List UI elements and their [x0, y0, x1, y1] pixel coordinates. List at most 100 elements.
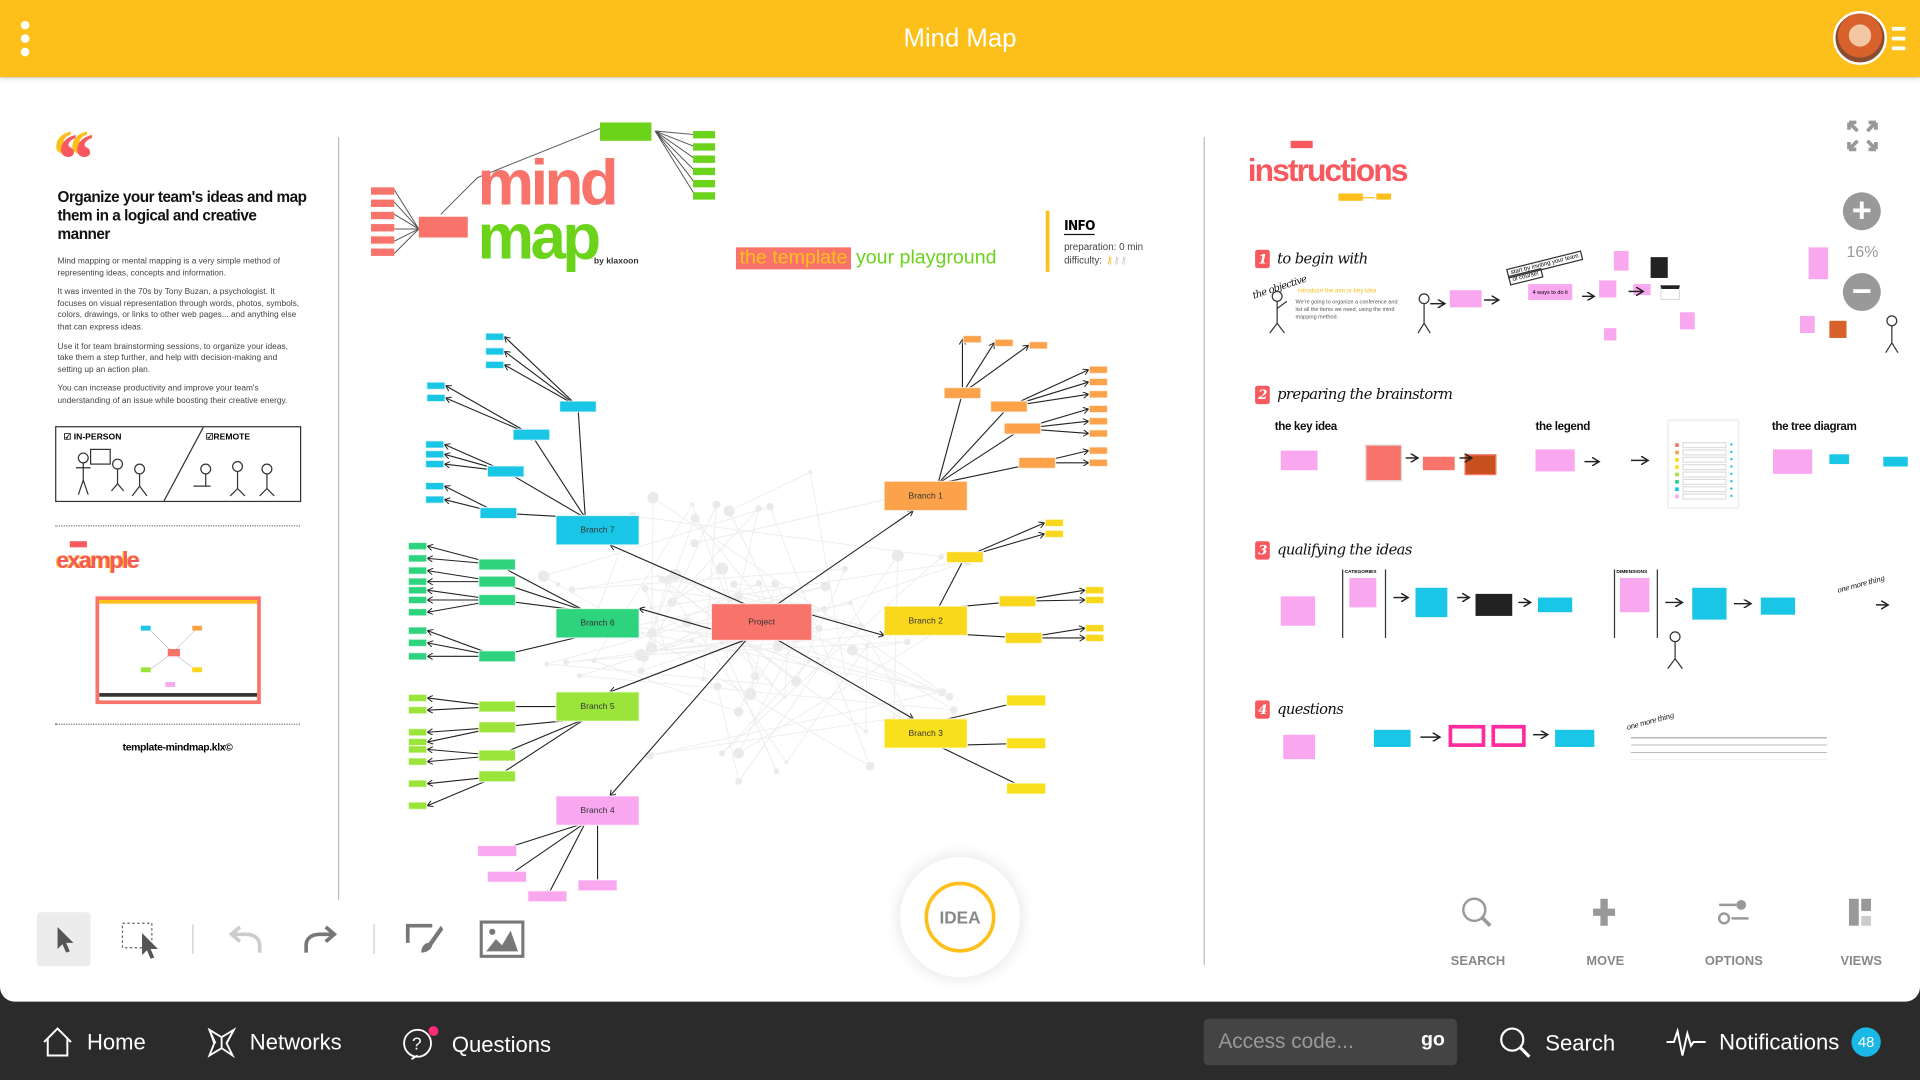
leaf-node[interactable]	[407, 779, 428, 788]
root-node[interactable]	[710, 603, 813, 642]
tool-options[interactable]: OPTIONS	[1685, 896, 1783, 969]
subtopic-node[interactable]	[478, 749, 517, 762]
leaf-node[interactable]	[424, 495, 445, 504]
access-code-input[interactable]	[1215, 1028, 1405, 1056]
subtopic-node[interactable]	[486, 465, 525, 478]
leaf-node[interactable]	[424, 459, 445, 469]
idea-button[interactable]: IDEA	[924, 881, 996, 953]
subtopic-node[interactable]	[943, 386, 982, 400]
leaf-node[interactable]	[407, 727, 428, 737]
subtopic-node[interactable]	[577, 879, 618, 892]
leaf-node[interactable]	[407, 693, 428, 703]
subtopic-node[interactable]	[478, 770, 517, 783]
leaf-node[interactable]	[407, 541, 428, 551]
branch-node[interactable]	[883, 605, 968, 637]
subtopic-node[interactable]	[478, 721, 517, 734]
branch-node[interactable]	[555, 795, 640, 826]
zoom-out-button[interactable]: −	[1842, 272, 1881, 312]
menu-button[interactable]	[10, 15, 42, 64]
mindmap-diagram[interactable]	[0, 0, 1224, 980]
go-button[interactable]: go	[1420, 1029, 1445, 1051]
subtopic-node[interactable]	[527, 890, 568, 903]
subtopic-node[interactable]	[558, 400, 597, 413]
branch-node[interactable]	[883, 718, 968, 749]
leaf-node[interactable]	[1044, 518, 1065, 528]
nav-networks[interactable]: Networks	[203, 1026, 342, 1058]
leaf-node[interactable]	[407, 585, 428, 595]
leaf-node[interactable]	[1088, 429, 1109, 438]
branch-node[interactable]	[555, 514, 640, 546]
subtopic-node[interactable]	[990, 400, 1028, 413]
subtopic-node[interactable]	[479, 506, 518, 520]
subtopic-node[interactable]	[476, 844, 518, 858]
subtopic-node[interactable]	[945, 551, 984, 564]
branch-node[interactable]	[555, 691, 640, 722]
leaf-node[interactable]	[1088, 458, 1109, 468]
nav-home[interactable]: Home	[40, 1026, 146, 1058]
leaf-node[interactable]	[1088, 390, 1109, 399]
nav-search[interactable]: Search	[1499, 1026, 1615, 1060]
leaf-node[interactable]	[1088, 404, 1109, 414]
subtopic-node[interactable]	[1003, 422, 1042, 435]
subtopic-node[interactable]	[1005, 737, 1047, 750]
board-canvas[interactable]	[0, 77, 1920, 1002]
leaf-node[interactable]	[407, 577, 428, 586]
leaf-node[interactable]	[1084, 633, 1105, 643]
leaf-node[interactable]	[994, 338, 1014, 348]
tool-views[interactable]: VIEWS	[1812, 896, 1910, 969]
redo-button[interactable]	[294, 912, 348, 966]
leaf-node[interactable]	[407, 638, 428, 648]
subtopic-node[interactable]	[478, 593, 517, 607]
subtopic-node[interactable]	[478, 650, 517, 663]
leaf-node[interactable]	[407, 652, 428, 661]
subtopic-node[interactable]	[478, 700, 517, 713]
subtopic-node[interactable]	[1018, 456, 1057, 469]
leaf-node[interactable]	[1084, 623, 1105, 633]
select-tool-button[interactable]	[36, 912, 91, 967]
leaf-node[interactable]	[1088, 365, 1109, 375]
insert-image-button[interactable]	[475, 912, 529, 966]
undo-button[interactable]	[218, 912, 272, 966]
leaf-node[interactable]	[424, 450, 445, 459]
subtopic-node[interactable]	[478, 558, 517, 571]
leaf-node[interactable]	[424, 481, 445, 491]
leaf-node[interactable]	[424, 440, 445, 449]
leaf-node[interactable]	[407, 737, 428, 747]
subtopic-node[interactable]	[512, 428, 551, 441]
leaf-node[interactable]	[426, 381, 446, 391]
leaf-node[interactable]	[1044, 529, 1065, 539]
leaf-node[interactable]	[407, 757, 428, 766]
leaf-node[interactable]	[484, 347, 505, 356]
leaf-node[interactable]	[1084, 595, 1105, 605]
leaf-node[interactable]	[407, 607, 428, 617]
subtopic-node[interactable]	[998, 595, 1037, 608]
leaf-node[interactable]	[962, 334, 983, 344]
avatar[interactable]	[1833, 11, 1887, 65]
leaf-node[interactable]	[407, 745, 428, 754]
leaf-node[interactable]	[484, 332, 505, 342]
subtopic-node[interactable]	[1005, 782, 1047, 795]
leaf-node[interactable]	[1088, 446, 1109, 455]
nav-questions[interactable]: ?Questions	[400, 1026, 551, 1063]
leaf-node[interactable]	[407, 626, 428, 635]
leaf-node[interactable]	[407, 705, 428, 715]
subtopic-node[interactable]	[486, 870, 528, 883]
branch-node[interactable]	[555, 607, 640, 639]
zoom-in-button[interactable]: +	[1842, 192, 1881, 231]
branch-node[interactable]	[883, 480, 968, 512]
tool-move[interactable]: MOVE	[1556, 896, 1654, 969]
subtopic-node[interactable]	[1005, 694, 1047, 707]
fullscreen-button[interactable]	[1847, 120, 1879, 152]
leaf-node[interactable]	[407, 801, 428, 811]
subtopic-node[interactable]	[1004, 631, 1043, 645]
leaf-node[interactable]	[407, 554, 428, 563]
subtopic-node[interactable]	[478, 575, 517, 588]
leaf-node[interactable]	[1084, 585, 1105, 595]
leaf-node[interactable]	[484, 360, 505, 370]
leaf-node[interactable]	[426, 393, 446, 403]
example-thumbnail[interactable]	[95, 596, 261, 705]
leaf-node[interactable]	[1088, 377, 1109, 387]
leaf-node[interactable]	[1028, 341, 1049, 350]
leaf-node[interactable]	[407, 566, 428, 575]
